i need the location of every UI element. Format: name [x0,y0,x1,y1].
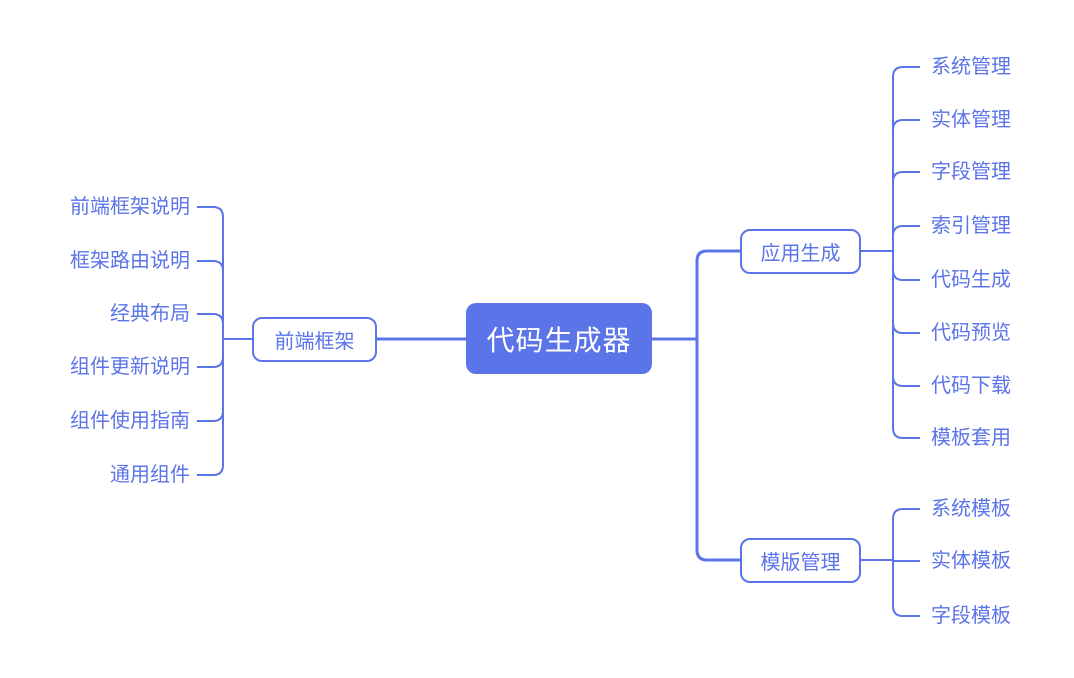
leaf-node[interactable]: 经典布局 [110,303,190,325]
leaf-node[interactable]: 系统管理 [931,56,1011,78]
connector-appgen-leaves [861,66,920,439]
leaf-node[interactable]: 代码生成 [931,269,1011,291]
leaf-node[interactable]: 通用组件 [110,464,190,486]
leaf-node[interactable]: 框架路由说明 [70,250,190,272]
leaf-node[interactable]: 系统模板 [931,498,1011,520]
leaf-node[interactable]: 组件更新说明 [70,356,190,378]
connector-frontend-leaves [197,206,252,476]
leaf-node[interactable]: 字段模板 [931,605,1011,627]
connector-template-leaves [861,508,920,617]
leaf-node[interactable]: 实体管理 [931,109,1011,131]
branch-node-frontend-framework[interactable]: 前端框架 [252,317,377,362]
leaf-node[interactable]: 前端框架说明 [70,196,190,218]
branch-node-app-generation[interactable]: 应用生成 [740,229,861,274]
leaf-node[interactable]: 代码预览 [931,322,1011,344]
leaf-node[interactable]: 实体模板 [931,550,1011,572]
leaf-node[interactable]: 索引管理 [931,215,1011,237]
leaf-node[interactable]: 模板套用 [931,427,1011,449]
leaf-node[interactable]: 字段管理 [931,161,1011,183]
root-node[interactable]: 代码生成器 [466,303,652,374]
leaf-node[interactable]: 代码下载 [931,375,1011,397]
connector-root-to-branches [377,249,740,562]
branch-node-template-management[interactable]: 模版管理 [740,538,861,583]
leaf-node[interactable]: 组件使用指南 [70,410,190,432]
